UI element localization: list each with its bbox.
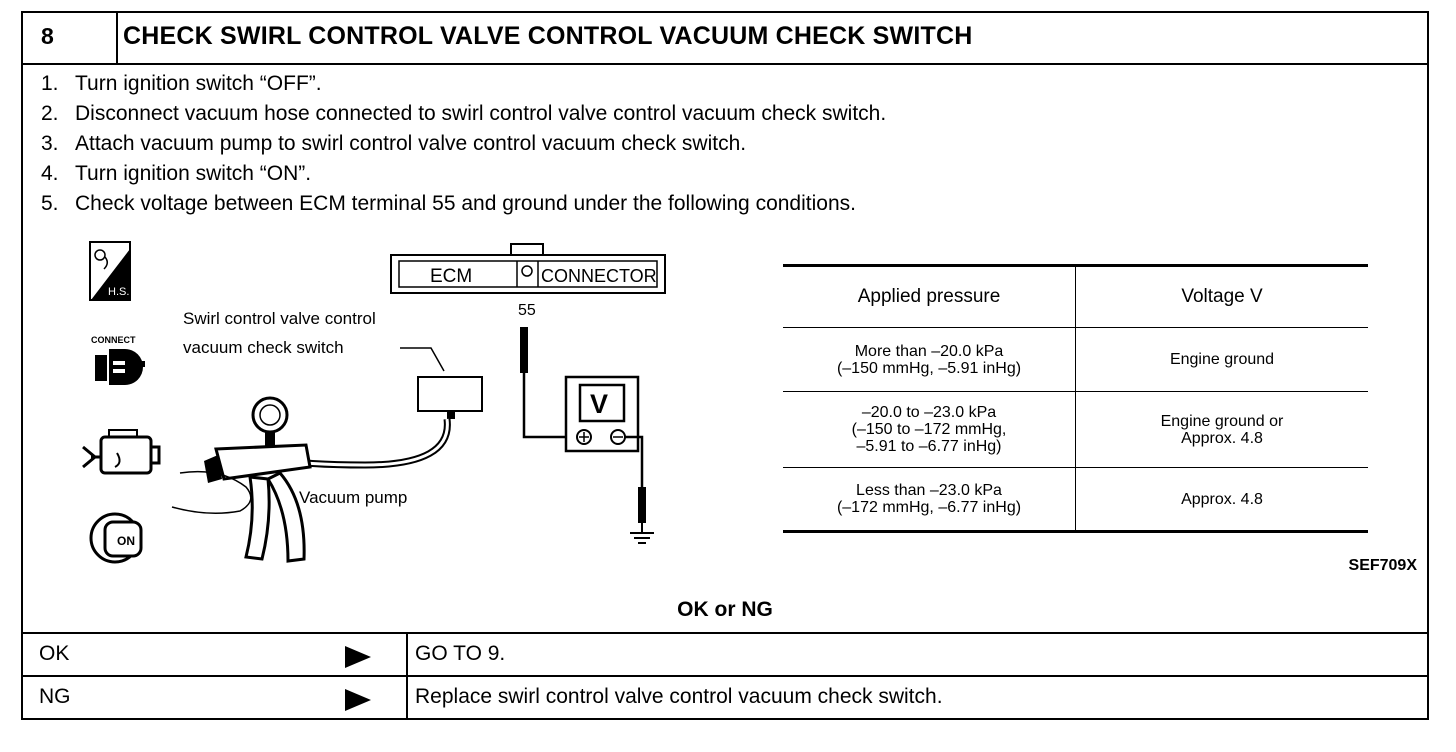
connector-label: CONNECTOR — [541, 266, 657, 286]
table-row: More than –20.0 kPa(–150 mmHg, –5.91 inH… — [783, 327, 1368, 392]
arrow-right-icon — [345, 646, 371, 668]
result-key: OK — [39, 642, 70, 665]
connect-text: CONNECT — [91, 335, 136, 345]
voltmeter-symbol: V — [590, 389, 608, 419]
result-row-ok: OK GO TO 9. — [23, 632, 1427, 675]
figure-code: SEF709X — [1348, 557, 1417, 574]
step-number: 8 — [41, 23, 54, 49]
pressure-cell: –20.0 to –23.0 kPa(–150 to –172 mmHg,–5.… — [783, 391, 1076, 468]
instruction-list: 1.Turn ignition switch “OFF”. 2.Disconne… — [41, 69, 886, 219]
result-key: NG — [39, 685, 71, 708]
instruction-step: 4.Turn ignition switch “ON”. — [41, 162, 312, 185]
row-divider — [406, 634, 408, 675]
table-header-pressure: Applied pressure — [783, 264, 1076, 328]
instruction-step: 3.Attach vacuum pump to swirl control va… — [41, 132, 747, 155]
hot-stall-icon: H.S. — [89, 241, 131, 301]
table-row: Less than –23.0 kPa(–172 mmHg, –6.77 inH… — [783, 467, 1368, 533]
hot-stall-text: H.S. — [108, 286, 129, 298]
instruction-step: 2.Disconnect vacuum hose connected to sw… — [41, 102, 887, 125]
terminal-number: 55 — [518, 302, 536, 319]
voltage-cell: Engine ground — [1075, 327, 1368, 392]
procedure-title: CHECK SWIRL CONTROL VALVE CONTROL VACUUM… — [123, 22, 973, 50]
table-header-voltage: Voltage V — [1075, 264, 1368, 328]
ecm-label: ECM — [430, 266, 472, 287]
wiring-diagram: ECM CONNECTOR 55 V Swirl control valve c… — [171, 243, 666, 563]
pressure-cell: More than –20.0 kPa(–150 mmHg, –5.91 inH… — [783, 327, 1076, 392]
voltage-cell: Approx. 4.8 — [1075, 467, 1368, 533]
procedure-box: 8 CHECK SWIRL CONTROL VALVE CONTROL VACU… — [21, 11, 1429, 720]
instruction-step: 1.Turn ignition switch “OFF”. — [41, 72, 322, 95]
table-row: –20.0 to –23.0 kPa(–150 to –172 mmHg,–5.… — [783, 391, 1368, 468]
switch-label-line2: vacuum check switch — [183, 338, 344, 357]
switch-label-line1: Swirl control valve control — [183, 309, 376, 328]
ignition-key-on-icon: ON — [89, 512, 143, 564]
arrow-right-icon — [345, 689, 371, 711]
instruction-step: 5.Check voltage between ECM terminal 55 … — [41, 192, 856, 215]
key-on-text: ON — [117, 534, 135, 548]
pressure-cell: Less than –23.0 kPa(–172 mmHg, –6.77 inH… — [783, 467, 1076, 533]
row-divider — [406, 677, 408, 718]
procedure-header: 8 CHECK SWIRL CONTROL VALVE CONTROL VACU… — [23, 13, 1427, 65]
vacuum-pump-label: Vacuum pump — [299, 488, 407, 507]
connect-icon: CONNECT — [91, 335, 145, 385]
result-row-ng: NG Replace swirl control valve control v… — [23, 675, 1427, 718]
voltage-spec-table: Applied pressure Voltage V More than –20… — [783, 264, 1368, 533]
result-title: OK or NG — [677, 598, 773, 621]
header-divider — [116, 13, 118, 63]
result-action: GO TO 9. — [415, 642, 506, 665]
engine-icon — [82, 429, 161, 475]
result-action: Replace swirl control valve control vacu… — [415, 685, 943, 708]
